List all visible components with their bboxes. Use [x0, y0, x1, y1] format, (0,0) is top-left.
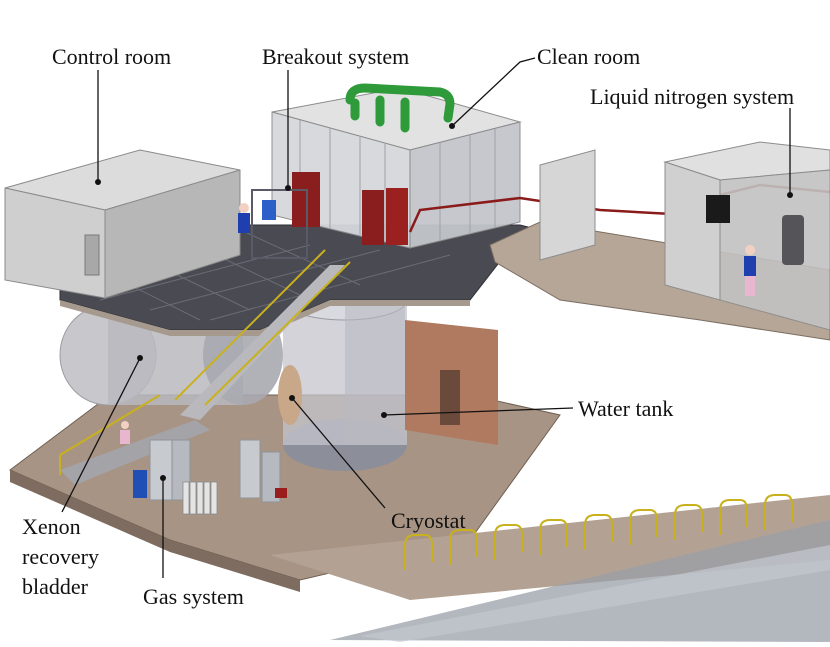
- ln2-tank: [782, 215, 804, 265]
- label-xenon-line1: Xenon: [22, 514, 81, 539]
- leader-xenon: [61, 357, 141, 513]
- staircase: [180, 265, 345, 420]
- concrete-wall-door: [440, 370, 460, 425]
- tunnel-shell: [330, 520, 830, 642]
- label-xenon-line3: bladder: [22, 574, 88, 599]
- leader-lines: [61, 57, 791, 578]
- clean-room-side: [409, 121, 521, 249]
- tunnel-highlight: [360, 545, 830, 642]
- green-duct: [345, 83, 455, 133]
- label-control-room: Control room: [52, 44, 172, 69]
- leader-dots: [95, 123, 793, 481]
- label-gas-system: Gas system: [143, 584, 244, 609]
- clean-room-red-cabinet-1: [362, 190, 384, 245]
- clean-room-red-cabinet-2: [386, 188, 408, 245]
- label-water-tank: Water tank: [578, 396, 674, 421]
- gas-cabinet-3: [239, 439, 261, 499]
- gas-cabinet-1: [149, 439, 173, 501]
- label-liquid-nitrogen-system: Liquid nitrogen system: [590, 84, 795, 109]
- staircase-railing: [59, 249, 351, 475]
- ln2-door-frame: [539, 149, 596, 261]
- breakout-frame: [251, 189, 308, 259]
- label-breakout-system: Breakout system: [262, 44, 410, 69]
- breakout-blue-part: [262, 200, 276, 220]
- ln2-dark-panel: [706, 195, 730, 223]
- water-tank-pillar: [345, 305, 405, 445]
- label-clean-room: Clean room: [537, 44, 641, 69]
- leader-water-tank: [383, 407, 574, 416]
- leader-cryostat: [291, 397, 386, 509]
- lower-ramp: [60, 420, 210, 485]
- corridor-railings: [404, 494, 793, 570]
- basement-floor-edge: [10, 470, 300, 592]
- person-ln2-room: [744, 245, 756, 296]
- control-room-side: [104, 169, 241, 299]
- person-near-breakout: [238, 203, 250, 233]
- gas-red-unit: [275, 488, 287, 498]
- corridor-floor: [270, 495, 830, 600]
- upper-platform-edge: [60, 300, 470, 336]
- person-basement: [120, 421, 130, 444]
- control-room-door: [84, 234, 100, 276]
- gas-cylinders: [182, 481, 218, 515]
- gas-blue-unit: [133, 470, 147, 498]
- label-xenon-recovery-bladder: Xenon recovery bladder: [22, 512, 99, 602]
- cryostat: [278, 365, 302, 425]
- label-cryostat: Cryostat: [391, 508, 466, 533]
- label-xenon-line2: recovery: [22, 544, 99, 569]
- ln2-room-wall: [664, 161, 721, 301]
- leader-clean-room: [451, 57, 536, 127]
